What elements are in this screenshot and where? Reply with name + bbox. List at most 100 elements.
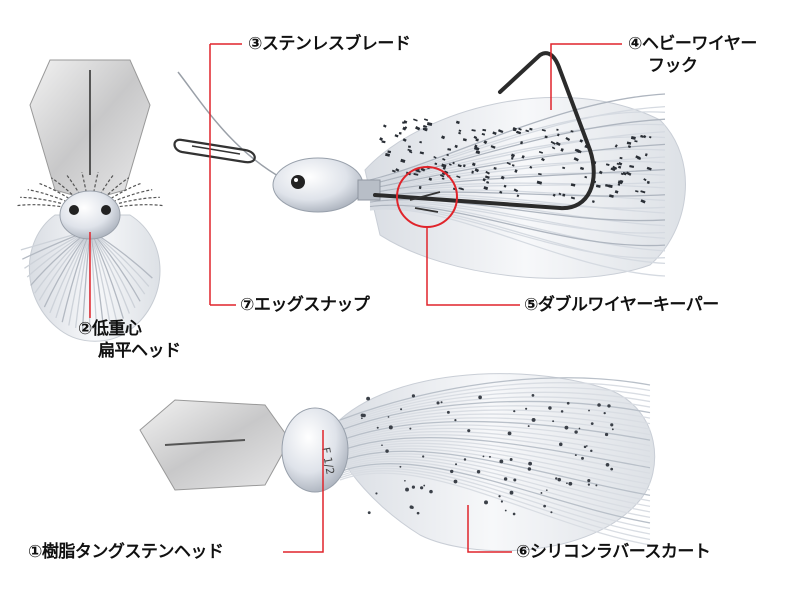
keeper-highlight-circle	[396, 166, 458, 228]
side-flake	[573, 157, 579, 162]
bottom-strand	[339, 400, 651, 431]
side-flake	[640, 190, 646, 194]
front-strand-dark	[65, 173, 91, 213]
side-flake	[626, 141, 632, 145]
side-strand	[369, 156, 666, 192]
bottom-flake	[566, 401, 570, 405]
bottom-flake	[583, 445, 587, 449]
side-strand	[369, 200, 666, 239]
bottom-strand	[339, 391, 651, 427]
front-view-lure	[15, 59, 165, 342]
side-flake	[492, 131, 497, 135]
side-flake	[570, 196, 576, 200]
side-flake	[640, 134, 644, 138]
side-flake	[419, 151, 425, 155]
side-flake	[625, 171, 632, 176]
leader-1	[283, 430, 324, 553]
callout-1-label: ①樹脂タングステンヘッド	[28, 542, 224, 562]
side-flake	[503, 184, 507, 188]
side-flake	[617, 165, 622, 169]
bottom-flake	[411, 485, 416, 489]
bottom-flake	[404, 479, 406, 482]
side-flake	[627, 145, 632, 149]
side-flake	[408, 150, 413, 154]
bottom-view-lure: F 1/2	[139, 373, 656, 552]
side-flake	[417, 170, 421, 173]
side-flake	[473, 146, 480, 151]
side-flake	[471, 129, 476, 132]
bottom-flake	[557, 477, 562, 482]
bottom-flake	[499, 459, 504, 464]
side-flake	[458, 129, 462, 132]
bottom-flake	[385, 449, 389, 453]
bottom-flake	[463, 458, 467, 461]
side-flake	[395, 168, 400, 172]
side-strand	[369, 191, 666, 199]
front-strand-dark	[89, 204, 165, 213]
bottom-strand	[339, 417, 651, 440]
bottom-flake	[507, 431, 512, 436]
side-flake	[511, 164, 515, 167]
bottom-flake	[454, 419, 457, 422]
side-flake	[513, 188, 519, 193]
callout-7-label: ⑦エッグスナップ	[240, 295, 370, 315]
callout-6-label: ⑥シリコンラバースカート	[516, 542, 711, 562]
side-strand	[369, 160, 666, 191]
side-strand	[369, 201, 666, 234]
bottom-strand	[339, 453, 651, 502]
bottom-flake	[555, 477, 558, 480]
bottom-flake	[604, 432, 609, 437]
bottom-flake	[531, 417, 536, 422]
bottom-flake	[399, 465, 402, 468]
bottom-flake	[610, 467, 614, 471]
front-head	[59, 190, 121, 240]
side-eye	[291, 175, 305, 189]
side-flake	[620, 172, 624, 176]
side-flake	[511, 156, 514, 160]
side-flake	[518, 127, 522, 131]
side-flake	[402, 138, 407, 142]
side-strand	[369, 123, 666, 184]
bottom-blade-wire	[164, 439, 246, 446]
side-flake	[420, 167, 426, 172]
bottom-flake	[467, 429, 471, 433]
bottom-strand	[339, 427, 651, 452]
side-strand	[369, 111, 666, 182]
bottom-flake	[381, 444, 383, 447]
bottom-flake	[436, 401, 440, 405]
side-flake	[510, 153, 516, 158]
leader-lines	[89, 43, 622, 553]
bottom-flake	[585, 445, 588, 447]
bottom-flake	[552, 420, 555, 423]
side-strand	[369, 181, 666, 197]
side-flake	[391, 169, 396, 173]
front-eye-left	[69, 205, 79, 215]
bottom-flake	[484, 500, 488, 505]
side-flake	[441, 163, 447, 168]
bottom-flake	[410, 505, 414, 509]
side-flake	[541, 128, 546, 132]
side-flake	[555, 141, 561, 146]
bottom-flake	[578, 427, 581, 430]
callout-4-line1: ④ヘビーワイヤー	[628, 34, 757, 54]
side-flake	[605, 163, 610, 166]
side-flake	[556, 133, 560, 137]
side-flake	[448, 163, 452, 166]
side-flake	[474, 168, 480, 173]
bottom-flake	[450, 469, 454, 474]
side-flake	[382, 124, 387, 128]
bottom-flake	[405, 487, 409, 492]
bottom-flake	[367, 511, 371, 515]
side-flake	[434, 162, 438, 166]
bottom-flake	[375, 492, 378, 495]
bottom-flake	[513, 478, 517, 482]
bottom-flake	[446, 410, 450, 414]
bottom-strand	[339, 386, 651, 425]
side-flake	[608, 184, 613, 189]
side-flake	[514, 169, 518, 173]
side-flake	[481, 132, 486, 136]
side-flake	[452, 161, 455, 165]
side-flake	[439, 174, 445, 178]
line-wire	[177, 71, 286, 181]
side-view-lure	[173, 51, 686, 279]
